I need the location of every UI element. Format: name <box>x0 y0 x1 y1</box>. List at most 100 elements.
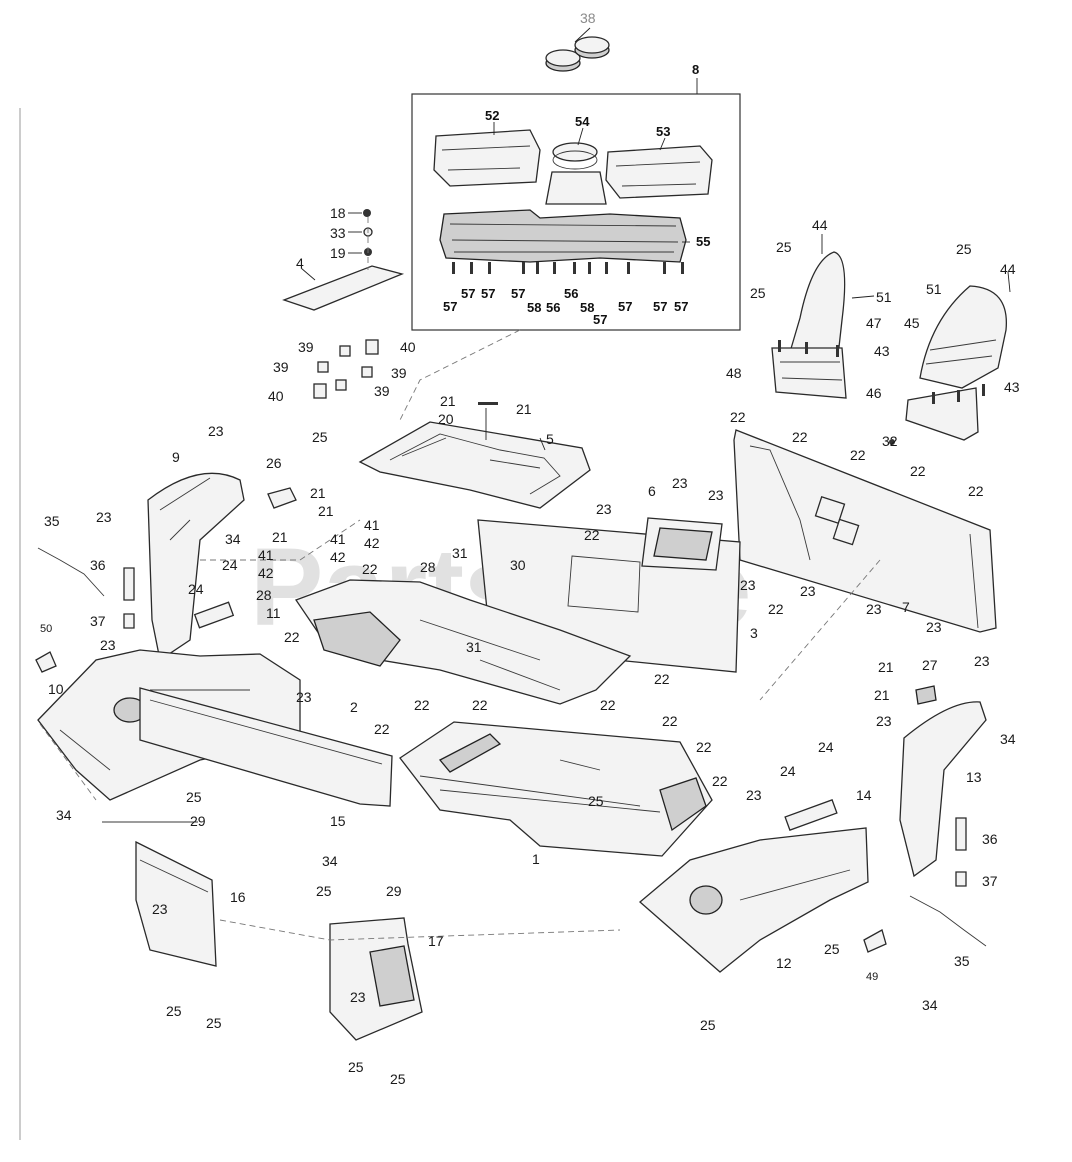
label-22: 22 <box>584 527 600 543</box>
label-53: 53 <box>656 124 670 139</box>
label-29: 29 <box>190 813 206 829</box>
label-56: 56 <box>546 300 560 315</box>
label-23: 23 <box>866 601 882 617</box>
label-23: 23 <box>926 619 942 635</box>
label-34: 34 <box>922 997 938 1013</box>
label-25: 25 <box>776 239 792 255</box>
label-27: 27 <box>922 657 938 673</box>
label-21: 21 <box>310 485 326 501</box>
label-39: 39 <box>391 365 407 381</box>
label-24: 24 <box>222 557 238 573</box>
label-57: 57 <box>481 286 495 301</box>
label-22: 22 <box>600 697 616 713</box>
label-23: 23 <box>876 713 892 729</box>
label-22: 22 <box>472 697 488 713</box>
label-15: 15 <box>330 813 346 829</box>
label-36: 36 <box>982 831 998 847</box>
label-49: 49 <box>866 971 878 983</box>
label-54: 54 <box>575 114 590 129</box>
label-45: 45 <box>904 315 920 331</box>
label-22: 22 <box>362 561 378 577</box>
label-28: 28 <box>420 559 436 575</box>
part-1-floor <box>399 721 713 857</box>
label-40: 40 <box>268 388 284 404</box>
label-23: 23 <box>740 577 756 593</box>
label-57: 57 <box>511 286 525 301</box>
label-32: 32 <box>882 433 898 449</box>
label-23: 23 <box>800 583 816 599</box>
label-37: 37 <box>982 873 998 889</box>
label-18: 18 <box>330 205 346 221</box>
part-26-bracket <box>267 487 297 509</box>
part-12-floor <box>639 827 869 973</box>
label-57: 57 <box>618 299 632 314</box>
label-56: 56 <box>564 286 578 301</box>
label-35: 35 <box>954 953 970 969</box>
label-46: 46 <box>866 385 882 401</box>
label-28: 28 <box>256 587 272 603</box>
label-9: 9 <box>172 449 180 465</box>
label-58: 58 <box>527 300 541 315</box>
part-13-fender <box>899 685 987 878</box>
part-47-guard <box>771 234 875 399</box>
label-58: 58 <box>580 300 594 315</box>
label-14: 14 <box>856 787 872 803</box>
label-23: 23 <box>708 487 724 503</box>
label-21: 21 <box>878 659 894 675</box>
label-51: 51 <box>876 289 892 305</box>
part-15-rail <box>139 687 393 807</box>
label-12: 12 <box>776 955 792 971</box>
label-22: 22 <box>910 463 926 479</box>
label-8: 8 <box>692 62 699 77</box>
label-6: 6 <box>648 483 656 499</box>
label-21: 21 <box>874 687 890 703</box>
label-25: 25 <box>824 941 840 957</box>
label-39: 39 <box>273 359 289 375</box>
label-29: 29 <box>386 883 402 899</box>
label-47: 47 <box>866 315 882 331</box>
label-22: 22 <box>284 629 300 645</box>
label-7: 7 <box>902 599 910 615</box>
label-57: 57 <box>593 312 607 327</box>
label-25: 25 <box>186 789 202 805</box>
label-23: 23 <box>96 509 112 525</box>
label-57: 57 <box>461 286 475 301</box>
clips-39-40 <box>313 339 379 399</box>
label-21: 21 <box>272 529 288 545</box>
label-1: 1 <box>532 851 540 867</box>
label-19: 19 <box>330 245 346 261</box>
label-22: 22 <box>374 721 390 737</box>
label-34: 34 <box>56 807 72 823</box>
label-23: 23 <box>152 901 168 917</box>
part-45-guard <box>905 271 1011 441</box>
label-24: 24 <box>188 581 204 597</box>
label-41: 41 <box>364 517 380 533</box>
misc-small-parts <box>35 547 987 953</box>
label-26: 26 <box>266 455 282 471</box>
label-22: 22 <box>768 601 784 617</box>
label-23: 23 <box>672 475 688 491</box>
part-5-tray <box>358 402 591 509</box>
label-42: 42 <box>364 535 380 551</box>
label-22: 22 <box>792 429 808 445</box>
label-23: 23 <box>596 501 612 517</box>
label-22: 22 <box>850 447 866 463</box>
label-22: 22 <box>654 671 670 687</box>
part-38-caps <box>545 27 610 72</box>
part-16-bracket <box>135 840 217 967</box>
label-40: 40 <box>400 339 416 355</box>
part-9-fender <box>147 472 245 662</box>
label-57: 57 <box>443 299 457 314</box>
label-57: 57 <box>674 299 688 314</box>
label-33: 33 <box>330 225 346 241</box>
label-20: 20 <box>438 411 454 427</box>
label-23: 23 <box>746 787 762 803</box>
label-39: 39 <box>298 339 314 355</box>
label-38: 38 <box>580 10 596 26</box>
label-35: 35 <box>44 513 60 529</box>
label-23: 23 <box>350 989 366 1005</box>
label-43: 43 <box>874 343 890 359</box>
label-55: 55 <box>696 234 710 249</box>
label-39: 39 <box>374 383 390 399</box>
